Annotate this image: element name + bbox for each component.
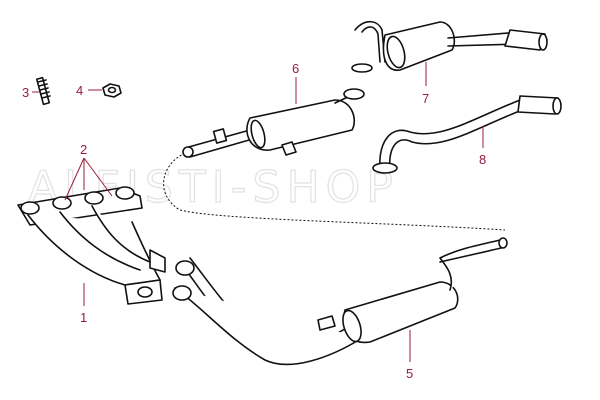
callout-4: 4 <box>76 83 83 98</box>
callout-8: 8 <box>479 152 486 167</box>
front-pipe-with-muffler <box>172 237 508 366</box>
callout-1: 1 <box>80 310 87 325</box>
tail-pipe <box>372 95 562 174</box>
intermediate-silencer <box>182 88 365 158</box>
callout-2: 2 <box>80 142 87 157</box>
callout-5: 5 <box>406 366 413 381</box>
exhaust-manifold <box>17 186 166 305</box>
callout-7: 7 <box>422 91 429 106</box>
callout-6: 6 <box>292 61 299 76</box>
leader-2a <box>64 157 85 201</box>
stud <box>35 76 51 106</box>
rear-muffler <box>351 20 548 73</box>
leader-2c <box>83 157 113 197</box>
leader-lines <box>32 62 484 362</box>
connection-line <box>163 152 506 231</box>
callout-3: 3 <box>22 85 29 100</box>
nut <box>102 83 122 98</box>
